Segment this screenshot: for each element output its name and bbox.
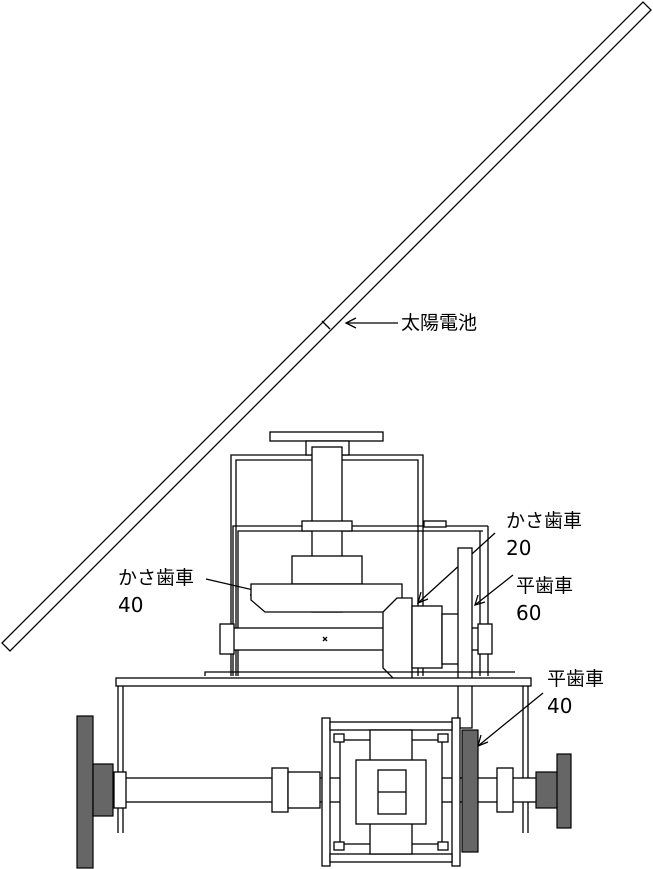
right-wheel <box>535 753 572 829</box>
bevel-gear-40-teeth: 40 <box>118 593 144 617</box>
solar-cell-label: 太陽電池 <box>401 312 478 334</box>
bevel-gear-20 <box>382 597 465 683</box>
spur-gear-60-label: 平歯車 <box>516 575 574 597</box>
spur-gear-40 <box>461 729 479 853</box>
bevel-gear-20-label: かさ歯車 <box>506 510 583 532</box>
bevel-gear-20-teeth: 20 <box>506 536 532 560</box>
spur-gear-60-teeth: 60 <box>516 601 542 625</box>
spur-gear-40-label: 平歯車 <box>547 668 605 690</box>
bevel-gear-40-label: かさ歯車 <box>118 567 195 589</box>
left-wheel <box>76 715 114 869</box>
lower-frame <box>115 671 532 833</box>
spur-gear-60 <box>457 547 473 729</box>
differential <box>321 717 461 867</box>
vertical-shaft <box>250 446 403 613</box>
solar-panel <box>1 1 652 652</box>
spur-gear-40-teeth: 40 <box>547 694 573 718</box>
